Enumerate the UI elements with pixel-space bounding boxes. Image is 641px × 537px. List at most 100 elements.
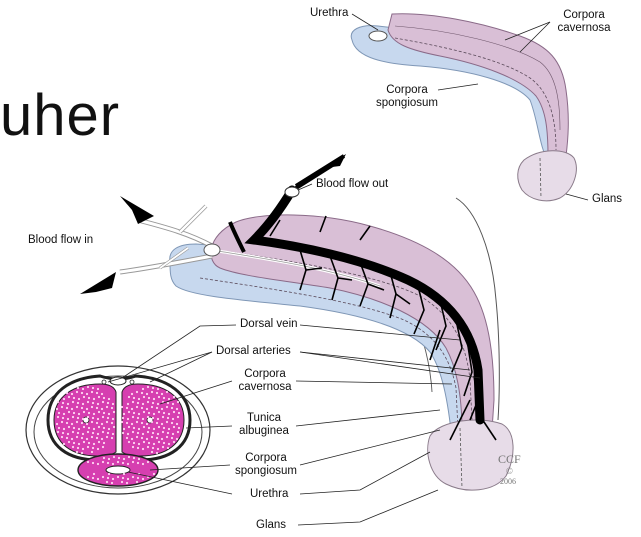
tissue-dot bbox=[161, 438, 163, 440]
tissue-dot bbox=[156, 392, 158, 394]
tissue-dot bbox=[142, 433, 144, 435]
label-corpora-spongiosum-top-line1: Corpora bbox=[372, 84, 442, 97]
tissue-dot bbox=[163, 412, 165, 414]
tissue-dot bbox=[78, 428, 80, 430]
tissue-dot bbox=[146, 423, 148, 425]
tissue-dot bbox=[167, 447, 169, 449]
tissue-dot bbox=[176, 423, 178, 425]
tissue-dot bbox=[101, 438, 103, 440]
tissue-dot bbox=[63, 428, 65, 430]
tissue-dot bbox=[107, 432, 109, 434]
tissue-dot bbox=[136, 436, 138, 438]
label-corpora-cavernosa-top-line2: cavernosa bbox=[552, 22, 616, 35]
tissue-dot bbox=[136, 481, 138, 483]
tissue-dot bbox=[68, 396, 70, 398]
tissue-dot bbox=[87, 476, 89, 478]
tissue-dot bbox=[163, 427, 165, 429]
tissue-dot bbox=[132, 461, 134, 463]
tissue-dot bbox=[76, 406, 78, 408]
tissue-dot bbox=[153, 398, 155, 400]
tissue-dot bbox=[158, 426, 160, 428]
tissue-dot bbox=[177, 401, 179, 403]
tissue-dot bbox=[56, 408, 58, 410]
tissue-dot bbox=[61, 421, 63, 423]
tissue-dot bbox=[71, 438, 73, 440]
tissue-dot bbox=[173, 426, 175, 428]
tissue-dot bbox=[133, 397, 135, 399]
tissue-dot bbox=[92, 447, 94, 449]
tissue-dot bbox=[137, 432, 139, 434]
tissue-dot bbox=[96, 437, 98, 439]
tissue-dot bbox=[72, 416, 74, 418]
tissue-dot bbox=[153, 413, 155, 415]
tissue-dot bbox=[147, 401, 149, 403]
tissue-dot bbox=[77, 387, 79, 389]
tissue-dot bbox=[102, 416, 104, 418]
tissue-dot bbox=[67, 403, 69, 405]
tissue-dot bbox=[142, 403, 144, 405]
tissue-dot bbox=[111, 407, 113, 409]
tissue-dot bbox=[151, 451, 153, 453]
tissue-dot bbox=[83, 411, 85, 413]
tissue-dot bbox=[148, 397, 150, 399]
tissue-dot bbox=[127, 478, 129, 480]
tissue-dot bbox=[72, 446, 74, 448]
tissue-dot bbox=[166, 391, 168, 393]
tissue-dot bbox=[103, 442, 105, 444]
tissue-dot bbox=[157, 388, 159, 390]
tissue-dot bbox=[88, 427, 90, 429]
tissue-dot bbox=[71, 393, 73, 395]
tissue-dot bbox=[93, 473, 95, 475]
tissue-dot bbox=[97, 403, 99, 405]
tissue-dot bbox=[146, 393, 148, 395]
tissue-dot bbox=[147, 461, 149, 463]
tissue-dot bbox=[137, 477, 139, 479]
label-corpora-cavernosa-top: Corpora cavernosa bbox=[552, 9, 616, 35]
tissue-dot bbox=[137, 402, 139, 404]
tissue-dot bbox=[67, 433, 69, 435]
tissue-dot bbox=[77, 432, 79, 434]
tissue-dot bbox=[73, 427, 75, 429]
tissue-dot bbox=[68, 441, 70, 443]
credit-copyright: © bbox=[506, 466, 513, 476]
tissue-dot bbox=[98, 411, 100, 413]
tissue-dot bbox=[101, 408, 103, 410]
tissue-dot bbox=[92, 417, 94, 419]
tissue-dot bbox=[103, 457, 105, 459]
tissue-dot bbox=[161, 393, 163, 395]
tissue-dot bbox=[126, 422, 128, 424]
tissue-dot bbox=[106, 481, 108, 483]
tissue-dot bbox=[111, 437, 113, 439]
tissue-dot bbox=[128, 396, 130, 398]
cross-dorsal-artery-left bbox=[102, 380, 106, 384]
tissue-dot bbox=[112, 463, 114, 465]
tissue-dot bbox=[92, 387, 94, 389]
tissue-dot bbox=[142, 463, 144, 465]
tissue-dot bbox=[156, 422, 158, 424]
label-tunica-albuginea: Tunica albuginea bbox=[236, 412, 292, 438]
tissue-dot bbox=[73, 412, 75, 414]
tissue-dot bbox=[68, 411, 70, 413]
tissue-dot bbox=[123, 428, 125, 430]
tissue-dot bbox=[158, 411, 160, 413]
tissue-dot bbox=[66, 437, 68, 439]
tissue-dot bbox=[108, 413, 110, 415]
tissue-dot bbox=[127, 418, 129, 420]
tissue-dot bbox=[163, 442, 165, 444]
tissue-dot bbox=[56, 423, 58, 425]
tissue-dot bbox=[128, 441, 130, 443]
tissue-dot bbox=[166, 421, 168, 423]
tissue-dot bbox=[72, 401, 74, 403]
tissue-dot bbox=[113, 426, 115, 428]
tissue-dot bbox=[83, 396, 85, 398]
tissue-dot bbox=[101, 393, 103, 395]
tissue-dot bbox=[92, 462, 94, 464]
tissue-dot bbox=[71, 423, 73, 425]
tissue-dot bbox=[121, 421, 123, 423]
tissue-dot bbox=[102, 476, 104, 478]
tissue-dot bbox=[126, 437, 128, 439]
tissue-dot bbox=[148, 427, 150, 429]
tissue-dot bbox=[92, 402, 94, 404]
tissue-dot bbox=[168, 413, 170, 415]
tissue-dot bbox=[73, 442, 75, 444]
